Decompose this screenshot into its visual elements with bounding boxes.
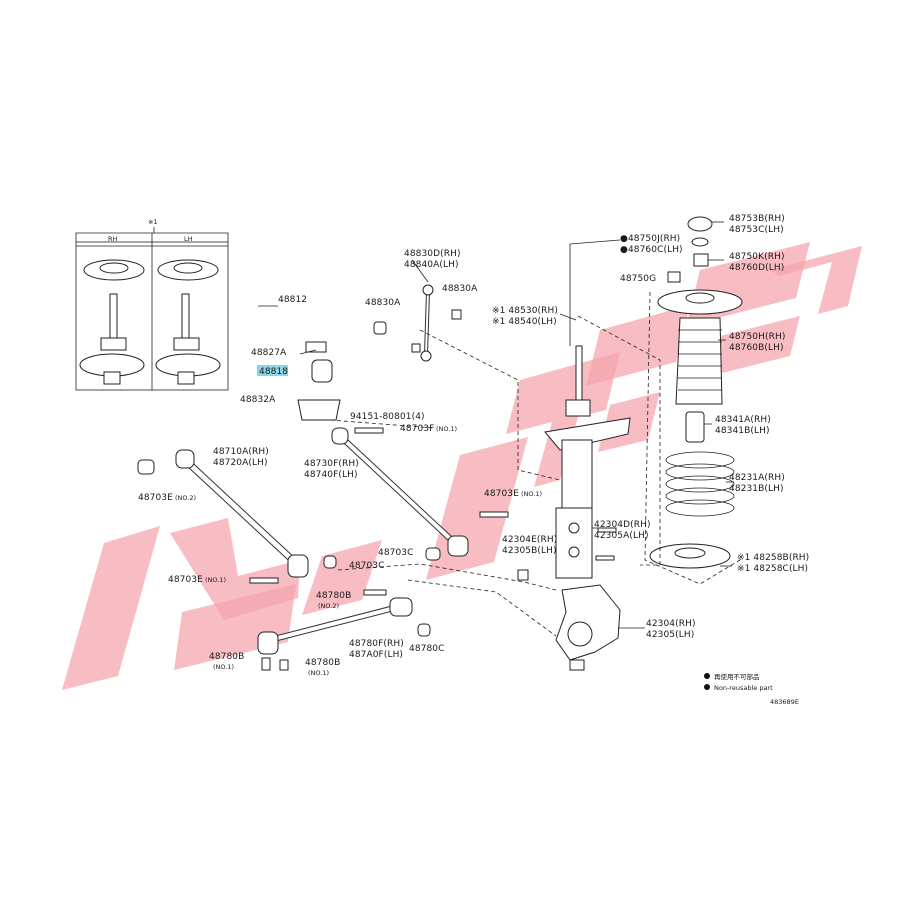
label-48530[interactable]: ※1 48530(RH) bbox=[492, 306, 558, 316]
label-48710a[interactable]: 48710A(RH) bbox=[213, 447, 269, 457]
inset-panel: ※1 RH LH bbox=[75, 218, 229, 391]
label-48540[interactable]: ※1 48540(LH) bbox=[492, 317, 557, 327]
label-42304e[interactable]: 42304E(RH) bbox=[502, 535, 557, 545]
label-48780c[interactable]: 48780C bbox=[409, 644, 445, 654]
label-48812[interactable]: 48812 bbox=[278, 295, 307, 305]
label-48780b-1[interactable]: 48780B bbox=[316, 591, 351, 601]
label-48750j[interactable]: ●48750J(RH) bbox=[620, 234, 680, 244]
label-48740f[interactable]: 48740F(LH) bbox=[304, 470, 358, 480]
label-42304d[interactable]: 42304D(RH) bbox=[594, 520, 651, 530]
label-48760b[interactable]: 48760B(LH) bbox=[729, 343, 784, 353]
label-94151[interactable]: 94151-80801(4) bbox=[350, 412, 425, 422]
leader-lines bbox=[258, 221, 741, 637]
label-48830d[interactable]: 48830D(RH) bbox=[404, 249, 461, 259]
label-48750g[interactable]: 48750G bbox=[620, 274, 656, 284]
label-48258c[interactable]: ※1 48258C(LH) bbox=[737, 564, 808, 574]
inset-col-rh: RH bbox=[108, 235, 118, 243]
label-42305b[interactable]: 42305B(LH) bbox=[502, 546, 557, 556]
label-48760d[interactable]: 48760D(LH) bbox=[729, 263, 784, 273]
label-48832a[interactable]: 48832A bbox=[240, 395, 276, 405]
label-42305[interactable]: 42305(LH) bbox=[646, 630, 694, 640]
label-48827a[interactable]: 48827A bbox=[251, 348, 287, 358]
inset-col-lh: LH bbox=[184, 235, 193, 243]
label-48341a[interactable]: 48341A(RH) bbox=[715, 415, 771, 425]
inset-marker: ※1 bbox=[148, 218, 158, 226]
label-48780b-2[interactable]: 48780B bbox=[209, 652, 244, 662]
label-487a0f[interactable]: 487A0F(LH) bbox=[349, 650, 403, 660]
label-48341b[interactable]: 48341B(LH) bbox=[715, 426, 770, 436]
legend-jp: 再使用不可部品 bbox=[714, 672, 760, 681]
figure-id: 483689E bbox=[770, 698, 799, 706]
label-48780b-3[interactable]: 48780B bbox=[305, 658, 340, 668]
legend-dot-en bbox=[704, 684, 710, 690]
highlight-48818 bbox=[257, 365, 288, 376]
label-48753c[interactable]: 48753C(LH) bbox=[729, 225, 784, 235]
label-48830a-1[interactable]: 48830A bbox=[365, 298, 401, 308]
label-48703f-no: (NO.1) bbox=[436, 425, 457, 433]
label-48703e-2-no: (NO.1) bbox=[521, 490, 542, 498]
legend-en: Non-reusable part bbox=[714, 684, 773, 692]
spring-stack bbox=[649, 216, 743, 569]
label-48750h[interactable]: 48750H(RH) bbox=[729, 332, 785, 342]
label-42305a[interactable]: 42305A(LH) bbox=[594, 531, 649, 541]
legend: 再使用不可部品 Non-reusable part 483689E bbox=[704, 672, 799, 706]
label-48840a[interactable]: 48840A(LH) bbox=[404, 260, 459, 270]
label-48703f[interactable]: 48703F bbox=[400, 424, 434, 434]
strut-assembly bbox=[517, 345, 631, 671]
legend-dot-jp bbox=[704, 673, 710, 679]
label-48703c-2[interactable]: 48703C bbox=[349, 561, 385, 571]
label-48703e-1[interactable]: 48703E bbox=[138, 493, 173, 503]
label-48258b[interactable]: ※1 48258B(RH) bbox=[737, 553, 809, 563]
label-42304[interactable]: 42304(RH) bbox=[646, 619, 696, 629]
label-48703e-3[interactable]: 48703E bbox=[168, 575, 203, 585]
label-48730f[interactable]: 48730F(RH) bbox=[304, 459, 359, 469]
label-48830a-2[interactable]: 48830A bbox=[442, 284, 478, 294]
label-48750k[interactable]: 48750K(RH) bbox=[729, 252, 785, 262]
part-labels: 48812 48827A 48818 48832A 48830D(RH) 488… bbox=[138, 214, 809, 677]
label-48780b-2-no: (NO.1) bbox=[213, 663, 234, 671]
control-arms bbox=[137, 427, 509, 671]
label-48720a[interactable]: 48720A(LH) bbox=[213, 458, 268, 468]
label-48703c-1[interactable]: 48703C bbox=[378, 548, 414, 558]
label-48818[interactable]: 48818 bbox=[259, 367, 288, 377]
label-48760c[interactable]: ●48760C(LH) bbox=[620, 245, 683, 255]
label-48780b-1-no: (NO.2) bbox=[318, 602, 339, 610]
label-48703e-3-no: (NO.1) bbox=[205, 576, 226, 584]
label-48231b[interactable]: 48231B(LH) bbox=[729, 484, 784, 494]
label-48703e-1-no: (NO.2) bbox=[175, 494, 196, 502]
label-48780b-3-no: (NO.1) bbox=[308, 669, 329, 677]
label-48753b[interactable]: 48753B(RH) bbox=[729, 214, 785, 224]
stabilizer-assembly bbox=[249, 284, 462, 421]
label-48231a[interactable]: 48231A(RH) bbox=[729, 473, 785, 483]
label-48703e-2[interactable]: 48703E bbox=[484, 489, 519, 499]
label-48780f[interactable]: 48780F(RH) bbox=[349, 639, 404, 649]
